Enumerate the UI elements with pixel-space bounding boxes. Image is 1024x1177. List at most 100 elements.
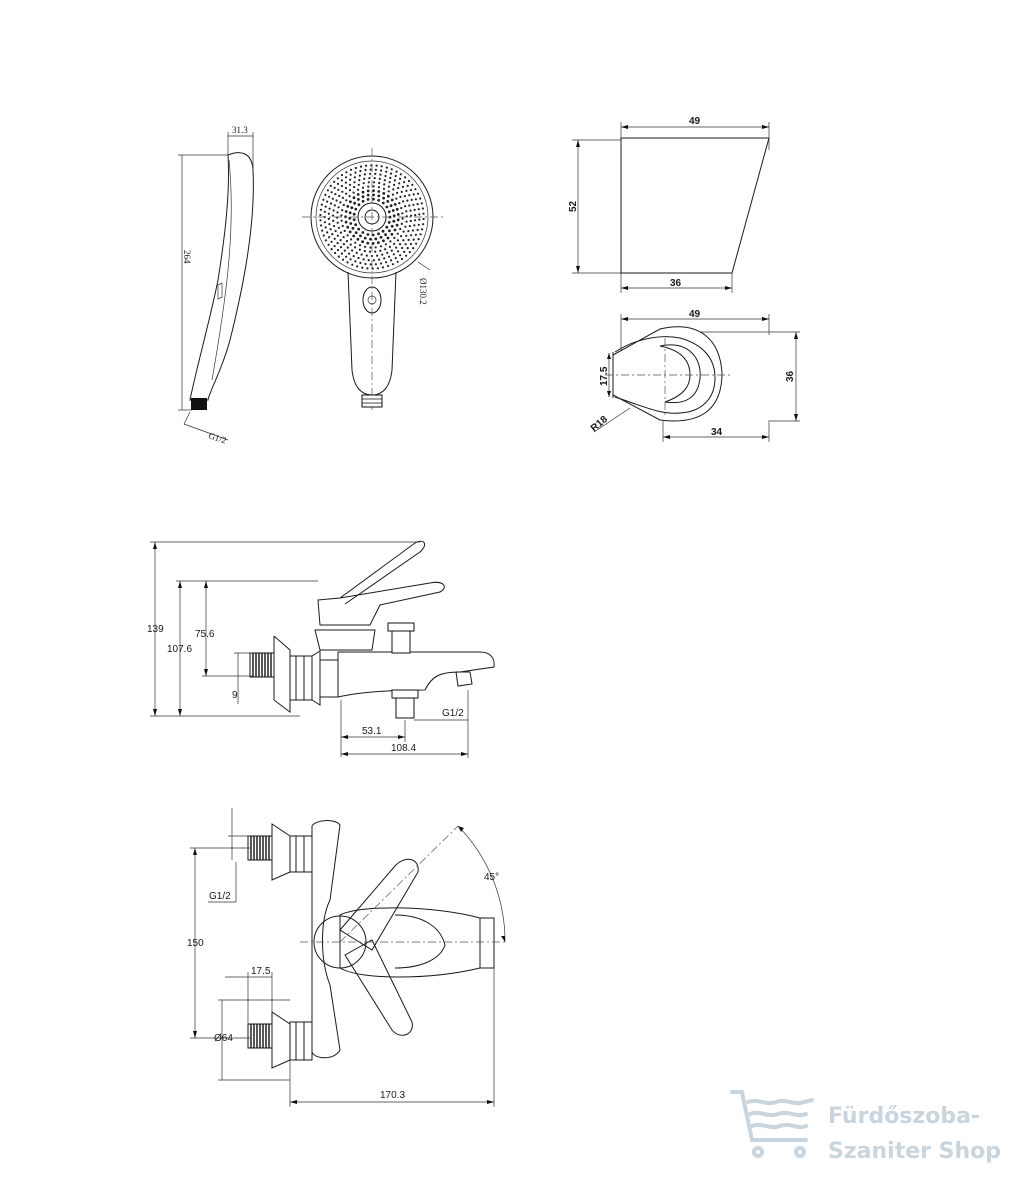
spray-nozzle-dot (396, 239, 399, 242)
spray-nozzle-dot (385, 166, 388, 169)
spray-nozzle-dot (374, 172, 377, 175)
spray-nozzle-dot (333, 186, 336, 189)
spray-nozzle-dot (354, 241, 357, 244)
spray-nozzle-dot (323, 221, 326, 224)
spray-nozzle-dot (392, 188, 395, 191)
spray-nozzle-dot (389, 240, 392, 243)
spray-nozzle-dot (383, 179, 386, 182)
spray-nozzle-dot (382, 196, 385, 200)
spray-nozzle-dot (395, 207, 399, 211)
spray-nozzle-dot (422, 212, 425, 215)
spray-nozzle-dot (349, 173, 352, 176)
spray-nozzle-dot (404, 225, 407, 228)
spray-nozzle-dot (419, 197, 422, 200)
spray-nozzle-dot (406, 247, 409, 250)
spray-nozzle-dot (358, 174, 361, 177)
spray-nozzle-dot (414, 219, 417, 222)
spray-nozzle-dot (401, 185, 405, 188)
spray-nozzle-dot (386, 251, 389, 254)
dim-side-108-4: 108.4 (391, 743, 416, 754)
spray-nozzle-dot (402, 239, 405, 242)
holder-elevation: 49 52 36 (568, 116, 770, 293)
spray-nozzle-dot (354, 231, 358, 235)
spray-nozzle-dot (387, 185, 390, 188)
spray-nozzle-dot (407, 179, 410, 183)
spray-nozzle-dot (385, 205, 389, 209)
spray-nozzle-dot (415, 242, 418, 245)
spray-nozzle-dot (395, 223, 399, 227)
spray-nozzle-dot (361, 231, 365, 234)
spray-nozzle-dot (391, 209, 395, 212)
spray-nozzle-dot (374, 250, 377, 253)
spray-nozzle-dot (393, 228, 397, 232)
spray-nozzle-dot (361, 190, 365, 194)
spray-nozzle-dot (336, 221, 339, 224)
spray-nozzle-dot (390, 232, 394, 236)
spray-nozzle-dot (357, 256, 360, 260)
spray-nozzle-dot (369, 237, 372, 241)
spray-nozzle-dot (358, 179, 361, 182)
spray-nozzle-dot (383, 257, 386, 260)
spray-nozzle-dot (344, 186, 347, 190)
spray-nozzle-dot (330, 191, 333, 194)
spray-nozzle-dot (414, 233, 417, 236)
dim-side-53-1: 53.1 (362, 726, 382, 737)
spray-nozzle-dot (390, 224, 394, 228)
spray-nozzle-dot (389, 172, 393, 175)
spray-nozzle-dot (321, 229, 324, 232)
dim-handshower-thread: G1/2 (207, 430, 227, 445)
spray-nozzle-dot (345, 199, 348, 202)
spray-nozzle-dot (351, 263, 354, 266)
dim-holder-plan-34: 34 (711, 427, 723, 438)
spray-nozzle-dot (349, 243, 352, 246)
spray-nozzle-dot (367, 259, 370, 262)
spray-nozzle-dot (377, 194, 381, 198)
spray-nozzle-dot (352, 218, 356, 222)
spray-nozzle-dot (420, 202, 423, 205)
spray-nozzle-dot (367, 181, 370, 184)
spray-nozzle-dot (366, 193, 370, 197)
spray-nozzle-dot (408, 251, 411, 254)
handshower-side-view: 31.3 264 G1/2 (178, 125, 254, 445)
dim-top-170-3: 170.3 (380, 1090, 405, 1101)
spray-nozzle-dot (405, 215, 408, 218)
spray-nozzle-dot (324, 205, 327, 208)
spray-nozzle-dot (362, 258, 365, 261)
spray-nozzle-dot (380, 169, 383, 172)
cart-icon (730, 1090, 814, 1158)
dim-top-17-5: 17.5 (251, 966, 271, 977)
spray-nozzle-dot (359, 169, 362, 173)
spray-nozzle-dot (401, 217, 404, 220)
dim-holder-bottom-width: 36 (670, 278, 682, 289)
spray-nozzle-dot (388, 181, 391, 184)
spray-nozzle-dot (422, 217, 425, 221)
spray-nozzle-dot (402, 230, 405, 233)
spray-nozzle-dot (348, 230, 352, 234)
spray-nozzle-dot (350, 168, 353, 171)
spray-nozzle-dot (366, 198, 370, 201)
spray-nozzle-dot (389, 204, 393, 208)
spray-nozzle-dot (390, 168, 393, 171)
spray-nozzle-dot (334, 251, 337, 255)
spray-nozzle-dot (350, 238, 353, 241)
spray-nozzle-dot (376, 254, 379, 257)
dim-holder-plan-depth: 36 (785, 370, 796, 382)
spray-nozzle-dot (339, 231, 342, 234)
spray-nozzle-dot (328, 223, 331, 226)
spray-nozzle-dot (368, 250, 372, 253)
spray-nozzle-dot (327, 212, 330, 215)
spray-nozzle-dot (374, 246, 377, 249)
spray-nozzle-dot (408, 194, 411, 197)
spray-nozzle-dot (363, 249, 366, 253)
spray-nozzle-dot (409, 209, 412, 212)
spray-nozzle-dot (331, 233, 334, 236)
dim-side-75-6: 75.6 (195, 629, 215, 640)
spray-nozzle-dot (403, 195, 406, 198)
spray-nozzle-dot (399, 227, 402, 231)
spray-nozzle-dot (353, 181, 356, 184)
spray-nozzle-dot (326, 200, 329, 203)
spray-nozzle-dot (399, 195, 402, 198)
spray-nozzle-dot (324, 226, 327, 229)
spray-nozzle-dot (348, 211, 352, 215)
